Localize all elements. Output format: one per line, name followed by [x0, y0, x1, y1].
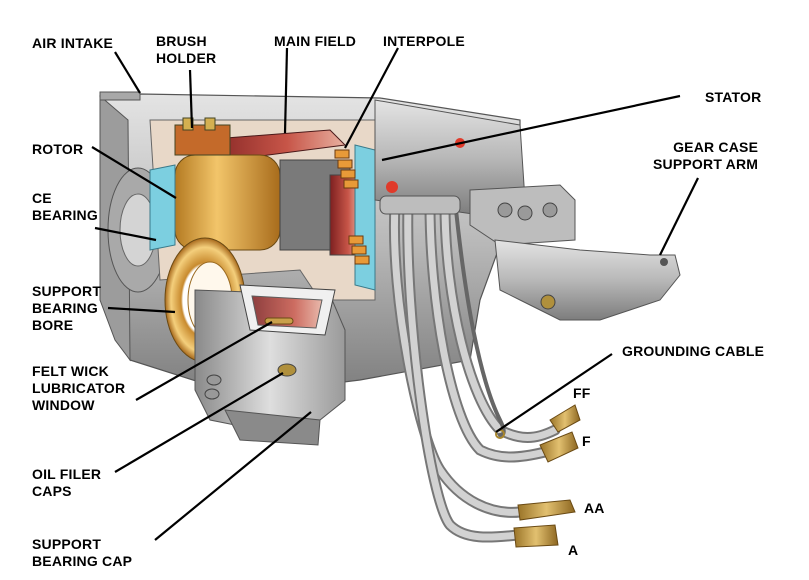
label-aa: AA [584, 500, 605, 516]
label-air-intake: AIR INTAKE [32, 35, 114, 51]
label-support-bearing-cap: SUPPORT BEARING CAP [32, 536, 133, 569]
label-support-bearing-bore: SUPPORT BEARING BORE [32, 283, 102, 333]
label-f: F [582, 433, 591, 449]
label-ce-bearing: CE BEARING [32, 190, 98, 223]
label-main-field: MAIN FIELD [274, 33, 357, 49]
label-felt-wick-lubricator-window: FELT WICK LUBRICATOR WINDOW [32, 363, 126, 413]
cable-lugs [495, 404, 581, 548]
cutaway-interior [149, 117, 376, 301]
label-stator: STATOR [705, 89, 762, 105]
label-brush-holder: BRUSH HOLDER [156, 33, 217, 66]
label-oil-filer-caps: OIL FILER CAPS [32, 466, 102, 499]
label-ff: FF [573, 385, 591, 401]
label-grounding-cable: GROUNDING CABLE [622, 343, 765, 359]
support-bearing-cap [194, 284, 346, 446]
label-a: A [568, 542, 579, 558]
label-interpole: INTERPOLE [383, 33, 465, 49]
label-gear-case-support-arm: GEAR CASE SUPPORT ARM [653, 139, 759, 172]
lead-cables [388, 198, 561, 543]
label-rotor: ROTOR [32, 141, 84, 157]
stator-block [374, 99, 576, 246]
leader-lines [91, 47, 699, 541]
gear-case-support-arm [494, 239, 681, 321]
